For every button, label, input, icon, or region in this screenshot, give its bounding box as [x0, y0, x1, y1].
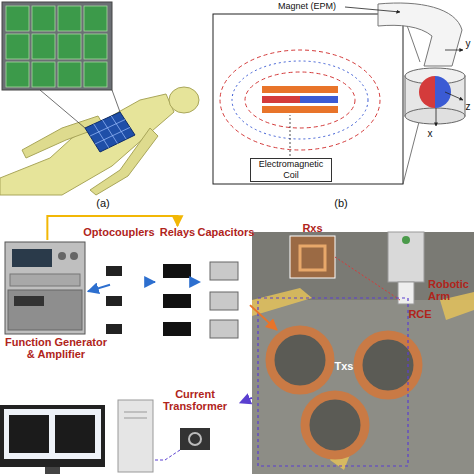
board-photo-inset — [2, 2, 112, 90]
receiver-inset — [290, 236, 335, 278]
node-label: Capacitors — [194, 226, 258, 238]
signal-arrow — [250, 305, 277, 330]
robot-indicator — [402, 236, 410, 244]
capacitor-blocks — [210, 262, 238, 338]
software-window — [55, 415, 95, 453]
tower-detail — [124, 412, 147, 413]
node-label: Current Transformer — [150, 388, 240, 412]
photo-callout: Rxs — [290, 222, 335, 278]
magnet-sphere — [419, 76, 435, 108]
leader-line — [335, 257, 400, 300]
knob — [70, 252, 78, 260]
coil-cylinder-bottom — [405, 108, 465, 124]
table-surface — [252, 300, 474, 474]
cable-strip — [252, 288, 312, 316]
monitor — [0, 405, 105, 467]
workspace-outline — [258, 298, 408, 466]
coil-bar — [262, 106, 338, 113]
photo-callout: Txs — [262, 330, 427, 455]
mannequin-head — [169, 87, 199, 113]
transmitter-coil — [305, 395, 365, 455]
node-label: Rxs — [290, 222, 335, 234]
knob — [58, 252, 66, 260]
robot-arm — [388, 232, 424, 282]
node-label: Relays — [155, 226, 200, 238]
axis-arrow — [436, 108, 437, 126]
figure-label: (b) — [326, 198, 356, 209]
transmitter-coil — [358, 335, 418, 395]
transmitter-coil — [270, 330, 330, 390]
diagram-frame — [213, 14, 403, 184]
signal-wire — [155, 450, 180, 460]
sensor-grid — [90, 116, 130, 148]
coil-magnet-diagram — [213, 3, 465, 184]
monitor-screen — [4, 409, 101, 459]
transformer-core — [189, 433, 201, 445]
axis-arrow — [445, 50, 463, 51]
figure-label: z — [463, 101, 473, 112]
magnet-sphere — [435, 76, 451, 108]
device-group: Capacitors — [200, 226, 250, 338]
device-group: Relays — [155, 226, 200, 338]
coil-bar — [262, 86, 338, 93]
panel-background — [0, 0, 205, 195]
sensor-array — [85, 112, 135, 152]
node-label: Function Generator & Amplifier — [2, 336, 110, 360]
zoom-line — [403, 118, 420, 184]
amplifier — [8, 290, 82, 330]
relay-blocks — [163, 264, 191, 336]
signal-arrow — [88, 285, 110, 292]
node-label: Optocouplers — [82, 226, 156, 238]
computer-tower — [118, 400, 153, 472]
receiver-coil — [300, 246, 325, 270]
node-label: RCE — [400, 308, 440, 320]
leader-line — [40, 90, 85, 128]
function-generator — [5, 242, 85, 334]
node-label: Robotic Arm — [428, 278, 474, 302]
experimental-setup — [0, 232, 474, 474]
robot-arm — [378, 3, 462, 66]
generator-screen — [12, 249, 52, 267]
signal-arrow — [150, 281, 155, 283]
signal-arrow — [47, 216, 177, 240]
signal-arrow — [240, 398, 252, 403]
setup-photo — [252, 232, 474, 474]
magnet-pole — [300, 96, 338, 103]
device-group: Function Generator & Amplifier — [2, 240, 110, 362]
field-line — [245, 72, 355, 128]
leader-line — [345, 7, 400, 12]
figure-label: Magnet (EPM) — [278, 1, 348, 12]
photo-panel: Robotic ArmRxsRCETxs — [252, 232, 474, 474]
figure-label: Electromagnetic Coil — [250, 158, 332, 182]
software-window — [9, 415, 49, 453]
magnet-pole — [262, 96, 300, 103]
tower-detail — [124, 418, 147, 419]
device-group: Optocouplers — [88, 226, 150, 338]
photo-callout: RCE — [400, 306, 440, 322]
figure-label: y — [463, 38, 473, 49]
leader-line — [290, 115, 291, 160]
mannequin-body — [0, 94, 174, 195]
amplifier-display — [14, 296, 44, 306]
field-line — [232, 61, 368, 139]
figure-label: (a) — [88, 198, 118, 209]
monitor-stand — [45, 467, 60, 474]
figure-label: x — [424, 128, 436, 139]
node-label: Txs — [324, 360, 364, 372]
robot-tool — [398, 282, 414, 304]
patient-illustration — [0, 0, 205, 195]
device-group: Current Transformer — [150, 388, 240, 454]
leader-line — [112, 90, 120, 112]
current-transformer — [180, 428, 210, 450]
circuit-boards — [6, 6, 107, 87]
field-line — [220, 50, 380, 150]
generator-panel — [10, 274, 80, 286]
optocoupler-chips — [106, 266, 122, 334]
axis-arrow — [445, 92, 463, 100]
